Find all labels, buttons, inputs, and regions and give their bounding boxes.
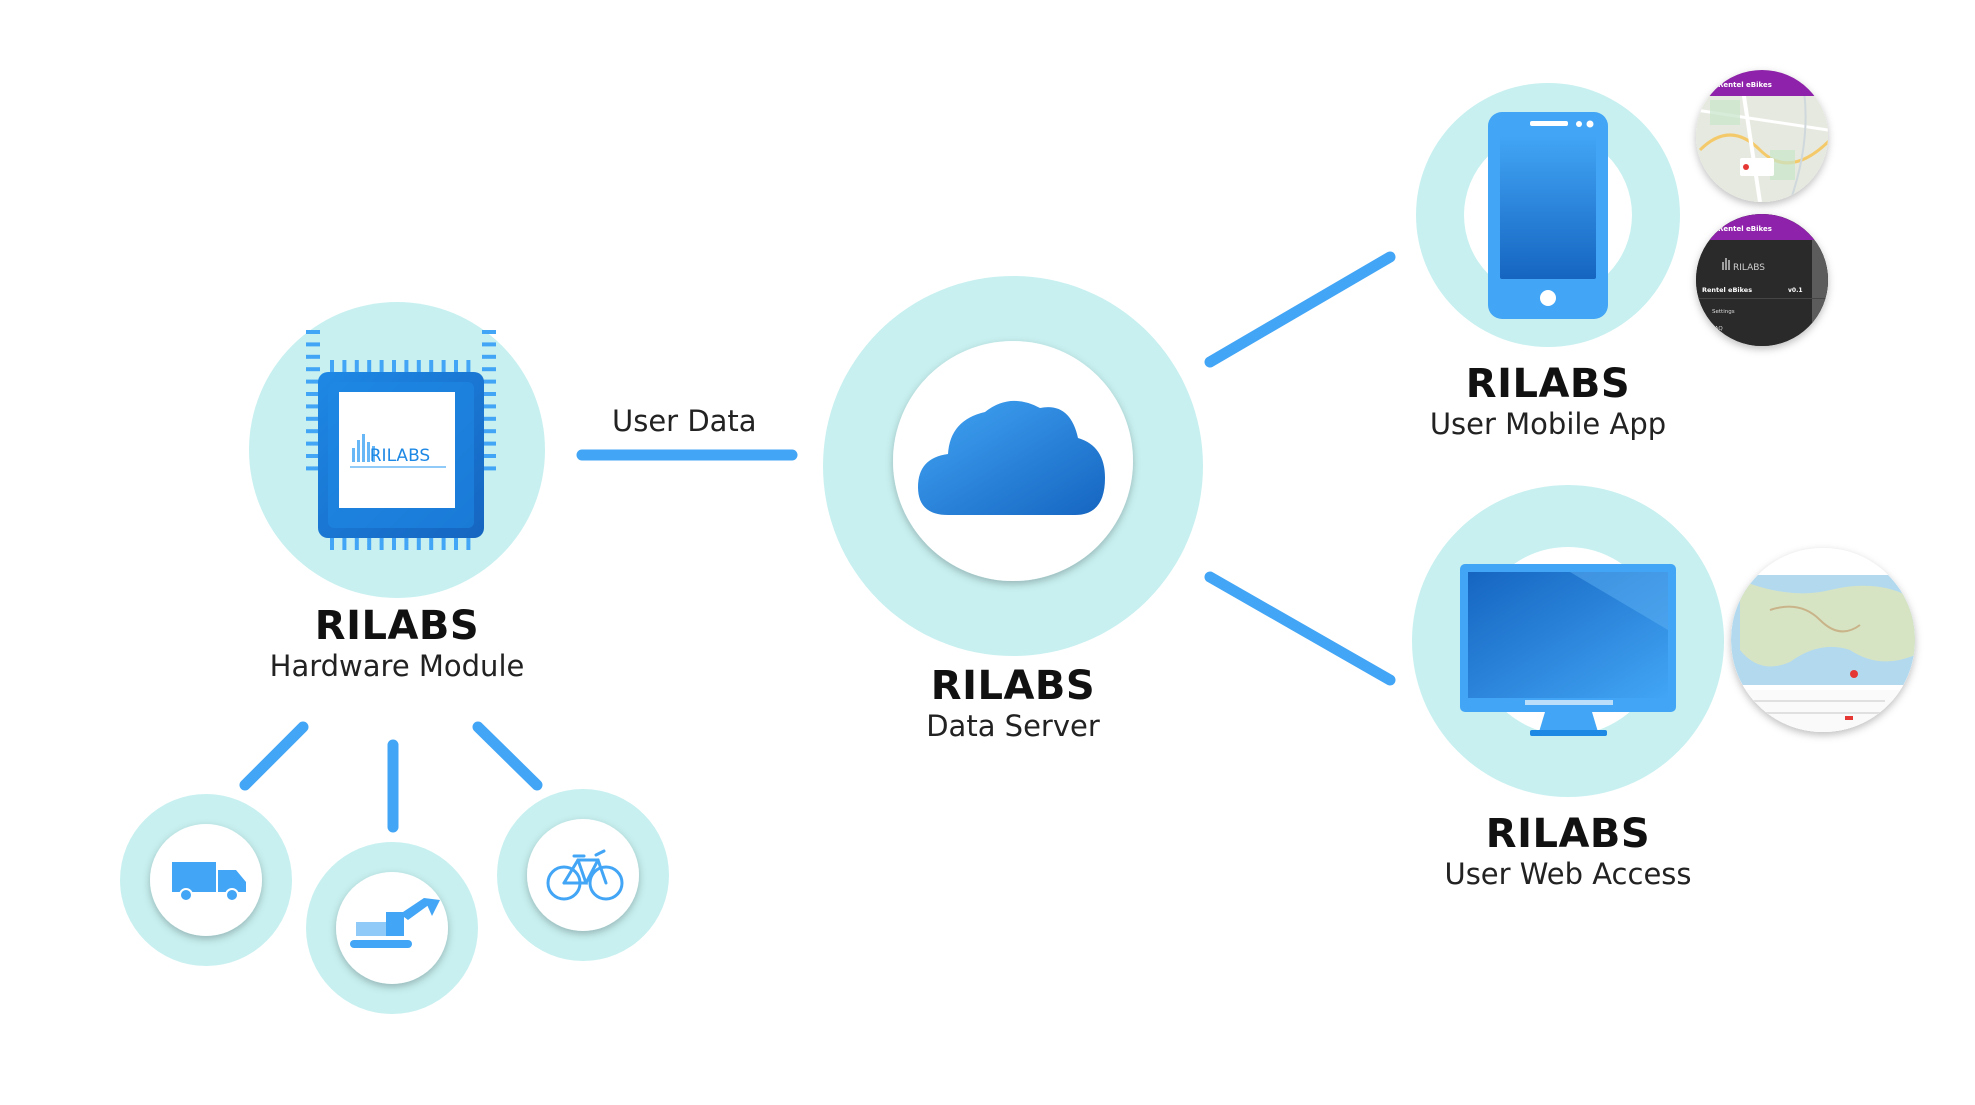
chip-pin <box>330 536 334 550</box>
hardware-brand: RILABS <box>314 603 480 649</box>
mobile-menu-preview: Rentel eBikes RILABS Rentel eBikes v0.1 … <box>1696 214 1828 346</box>
chip-pin <box>482 379 496 384</box>
chip-pin <box>354 536 359 550</box>
chip-pin <box>429 536 434 550</box>
chip-pin <box>392 536 396 550</box>
chip-pin <box>482 404 496 409</box>
truck-icon <box>172 862 246 902</box>
menu-version: v0.1 <box>1788 287 1803 294</box>
chip-pin <box>306 330 320 334</box>
chip-pin <box>454 536 458 550</box>
bicycle-node <box>497 789 669 961</box>
chip-pin <box>306 429 320 434</box>
menu-screen-title: Rentel eBikes <box>1718 225 1772 233</box>
connector-server-web <box>1204 571 1396 686</box>
edge-label-user-data: User Data <box>612 404 757 438</box>
mobile-label: RILABS User Mobile App <box>1398 362 1698 442</box>
chip-pin <box>306 379 320 384</box>
chip-pin <box>306 354 320 359</box>
web-brand: RILABS <box>1485 811 1651 857</box>
chip-pin <box>379 360 384 374</box>
chip-pin <box>330 360 334 374</box>
mobile-subtitle: User Mobile App <box>1429 407 1667 441</box>
chip-logo-text: RILABS <box>370 446 430 466</box>
connector-server-mobile <box>1204 251 1396 368</box>
chip-pin <box>482 429 496 434</box>
chip-pin <box>482 330 496 334</box>
chip-pin <box>482 342 496 347</box>
chip-pin <box>342 360 347 374</box>
chip-pin <box>306 367 320 372</box>
phone-icon <box>1488 112 1608 319</box>
chip-pin <box>354 360 359 374</box>
web-label: RILABS User Web Access <box>1418 812 1718 892</box>
menu-brand-line: Rentel eBikes <box>1702 286 1752 294</box>
connector-hardware-truck <box>239 721 309 791</box>
chip-pin <box>482 466 496 471</box>
chip-pin <box>482 454 496 458</box>
bicycle-icon <box>546 849 624 901</box>
connector-hardware-bicycle <box>472 721 543 791</box>
chip-pin <box>441 536 446 550</box>
hardware-label: RILABS Hardware Module <box>247 604 547 684</box>
server-subtitle: Data Server <box>926 709 1100 743</box>
menu-logo-text: RILABS <box>1733 263 1765 273</box>
chip-pin <box>367 536 372 550</box>
chip-pin <box>482 367 496 372</box>
chip-pin <box>416 360 421 374</box>
chip-icon: RILABS <box>306 330 496 550</box>
cloud-icon <box>918 400 1105 515</box>
chip-pin <box>306 392 320 396</box>
chip-pin <box>306 404 320 409</box>
monitor-icon <box>1460 564 1676 736</box>
chip-pin <box>416 536 421 550</box>
chip-pin <box>482 441 496 446</box>
server-node <box>823 276 1203 656</box>
web-node <box>1412 485 1724 797</box>
truck-node <box>120 794 292 966</box>
excavator-node <box>306 842 478 1014</box>
chip-pin <box>441 360 446 374</box>
chip-pin <box>306 342 320 347</box>
map-screen-title: Rentel eBikes <box>1718 81 1772 89</box>
chip-pin <box>482 392 496 396</box>
chip-pin <box>429 360 434 374</box>
chip-pin <box>466 360 471 374</box>
mobile-map-preview: Rentel eBikes <box>1696 70 1828 202</box>
web-subtitle: User Web Access <box>1444 857 1692 891</box>
chip-pin <box>379 536 384 550</box>
mobile-node <box>1416 83 1680 347</box>
chip-pin <box>306 466 320 471</box>
web-map-preview <box>1731 548 1915 732</box>
chip-pin <box>482 354 496 359</box>
chip-pin <box>306 454 320 458</box>
chip-pin <box>392 360 396 374</box>
hardware-node: RILABS <box>249 302 545 598</box>
excavator-icon <box>350 898 440 948</box>
hardware-subtitle: Hardware Module <box>269 649 525 683</box>
menu-item-faq: FAQ <box>1712 326 1723 332</box>
connectors <box>239 251 1396 833</box>
server-label: RILABS Data Server <box>863 664 1163 744</box>
chip-pin <box>454 360 458 374</box>
menu-item-settings: Settings <box>1712 309 1735 315</box>
chip-pin <box>306 416 320 421</box>
chip-pin <box>466 536 471 550</box>
chip-pin <box>482 416 496 421</box>
chip-pin <box>306 441 320 446</box>
chip-pin <box>367 360 372 374</box>
chip-pin <box>404 536 409 550</box>
mobile-brand: RILABS <box>1465 361 1631 407</box>
server-brand: RILABS <box>930 663 1096 709</box>
chip-pin <box>404 360 409 374</box>
chip-pin <box>342 536 347 550</box>
